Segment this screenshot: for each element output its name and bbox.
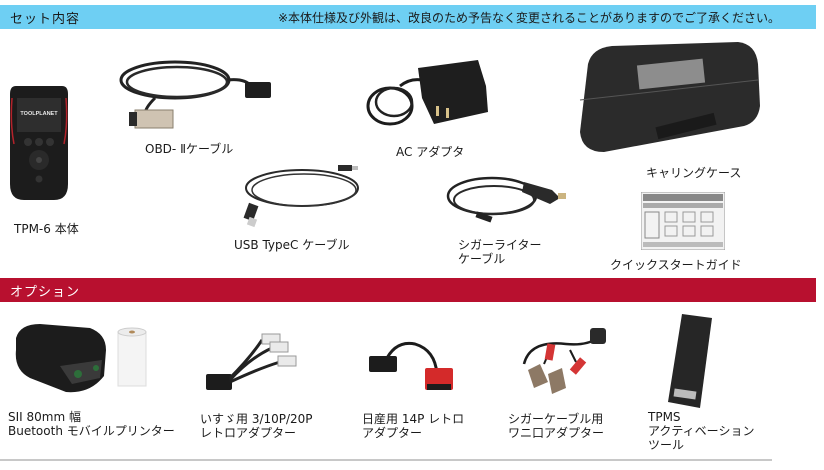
item-label: キャリングケース: [646, 166, 742, 180]
item-label: シガーライター ケーブル: [458, 238, 542, 266]
options-header-bar: オプション: [0, 278, 816, 302]
device-brand-text: TOOLPLANET: [20, 111, 58, 117]
item-label: クイックスタートガイド: [610, 258, 742, 272]
spec-change-notice: ※本体仕様及び外観は、改良のため予告なく変更されることがありますのでご了承くださ…: [278, 10, 781, 25]
carrying-case-icon: [568, 40, 764, 162]
obd-cable-icon: [115, 52, 275, 134]
bottom-divider: [0, 459, 772, 461]
item-label: OBD- Ⅱケーブル: [145, 142, 234, 156]
item-label: 日産用 14P レトロ アダプター: [362, 412, 465, 440]
nissan-adapter-icon: [365, 340, 465, 394]
item-label: TPMS アクティベーション ツール: [648, 410, 755, 452]
isuzu-adapter-icon: [200, 328, 300, 394]
ac-adapter-icon: [360, 56, 490, 136]
item-label: SII 80mm 幅 Buetooth モバイルプリンター: [8, 410, 175, 438]
handheld-device-icon: TOOLPLANET: [8, 84, 70, 202]
alligator-clip-adapter-icon: [510, 324, 610, 398]
item-label: いすゞ用 3/10P/20P レトロアダプター: [200, 412, 313, 440]
options-section-title: オプション: [10, 284, 81, 300]
tpms-activation-tool-icon: [660, 312, 720, 408]
usb-cable-icon: [240, 160, 364, 230]
item-label: USB TypeC ケーブル: [234, 238, 350, 252]
mobile-printer-icon: [10, 320, 156, 394]
contents-section-title: セット内容: [10, 11, 81, 27]
item-label: TPM-6 本体: [14, 222, 79, 236]
item-label: AC アダプタ: [396, 145, 465, 159]
contents-header-bar: セット内容 ※本体仕様及び外観は、改良のため予告なく変更されることがありますので…: [0, 5, 816, 29]
item-label: シガーケーブル用 ワニ口アダプター: [508, 412, 605, 440]
quick-start-guide-icon: [641, 192, 725, 250]
cigarette-lighter-cable-icon: [440, 168, 570, 234]
